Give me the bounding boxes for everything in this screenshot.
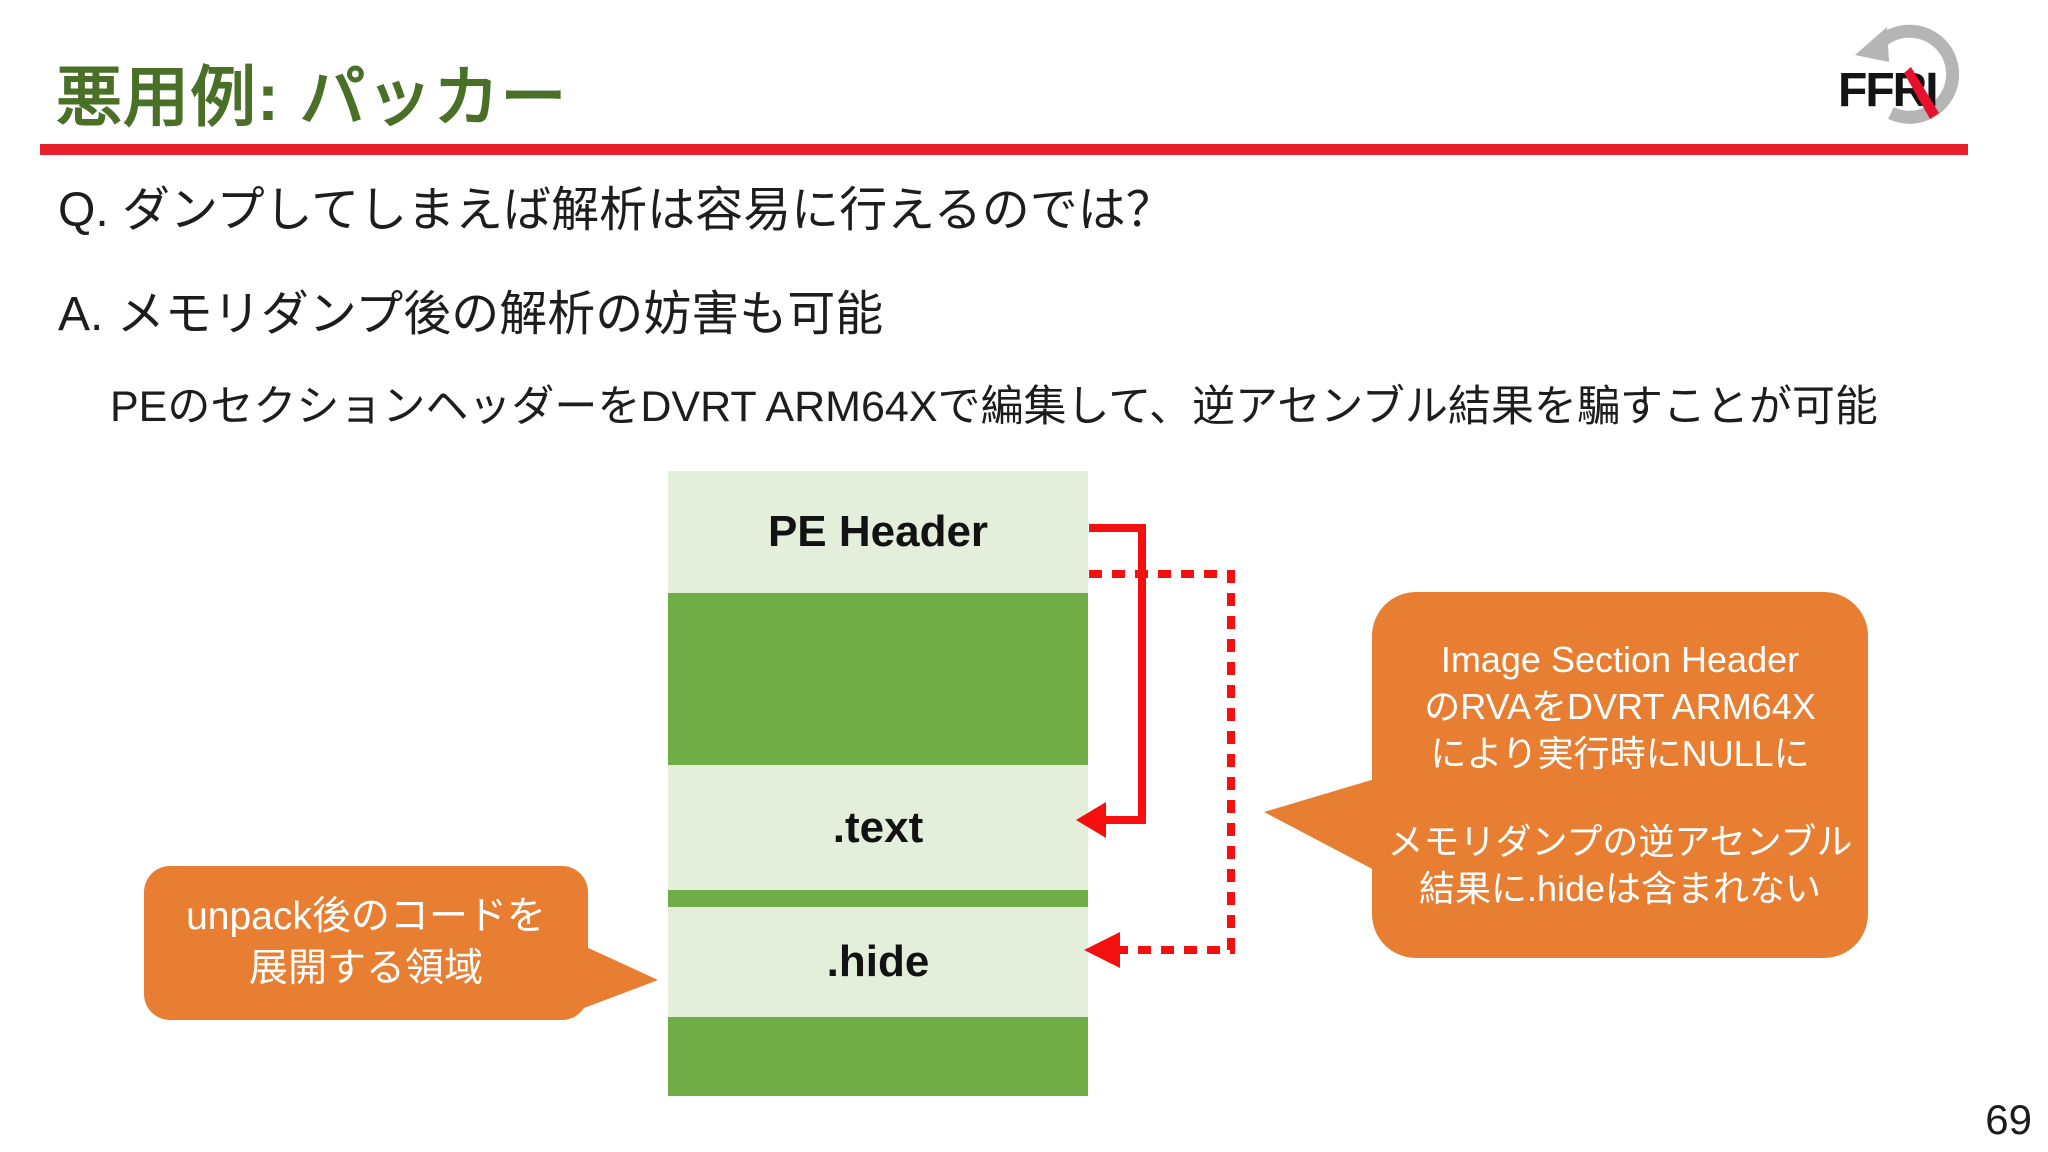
detail-text: PEのセクションヘッダーをDVRT ARM64Xで編集して、逆アセンブル結果を騙… xyxy=(110,383,1878,431)
right-callout-line: のRVAをDVRT ARM64X xyxy=(1424,685,1816,727)
dotted-arrowhead-icon xyxy=(1084,932,1120,968)
right-callout-line: Image Section Header xyxy=(1440,639,1800,680)
section-label: .text xyxy=(832,802,924,852)
section-packed-block xyxy=(668,593,1088,765)
question-text: Q. ダンプしてしまえば解析は容易に行えるのでは？ xyxy=(58,184,1174,237)
logo-arrowhead-icon xyxy=(1855,27,1889,62)
answer-text: A. メモリダンプ後の解析の妨害も可能 xyxy=(58,288,884,341)
ffri-logo: FFRI xyxy=(1838,24,1960,124)
right-callout-line: により実行時にNULLに xyxy=(1430,732,1810,774)
right-callout-tail-icon xyxy=(1264,778,1378,872)
solid-redirect-arrow xyxy=(1089,524,1146,824)
section-label: PE Header xyxy=(767,507,989,556)
dotted-original-arrow xyxy=(1089,570,1235,954)
right-callout-line: 結果に.hideは含まれない xyxy=(1418,868,1822,910)
title-divider xyxy=(40,144,1968,155)
section-text: .text xyxy=(668,765,1088,890)
left-callout-line: 展開する領域 xyxy=(248,947,483,990)
right-callout-paragraph-1: Image Section Header のRVAをDVRT ARM64X によ… xyxy=(1424,637,1815,777)
pe-memory-layout: PE Header .text .hide xyxy=(668,471,1088,1096)
logo-circular-arrow-icon xyxy=(1874,24,1960,124)
slide-title: 悪用例: パッカー xyxy=(56,60,568,134)
left-callout-tail-icon xyxy=(584,946,658,1008)
section-bottom-block xyxy=(668,1017,1088,1096)
right-callout: Image Section Header のRVAをDVRT ARM64X によ… xyxy=(1372,592,1868,958)
right-callout-line: メモリダンプの逆アセンブル xyxy=(1387,821,1853,863)
right-callout-paragraph-2: メモリダンプの逆アセンブル 結果に.hideは含まれない xyxy=(1387,819,1852,913)
section-pe-header: PE Header xyxy=(668,471,1088,593)
left-callout: unpack後のコードを 展開する領域 xyxy=(144,866,588,1020)
logo-needle-icon xyxy=(1904,67,1939,119)
section-divider-block xyxy=(668,890,1088,907)
section-hide: .hide xyxy=(668,907,1088,1017)
page-number: 69 xyxy=(1985,1096,2032,1143)
section-label: .hide xyxy=(826,937,930,986)
left-callout-line: unpack後のコードを xyxy=(186,895,546,939)
